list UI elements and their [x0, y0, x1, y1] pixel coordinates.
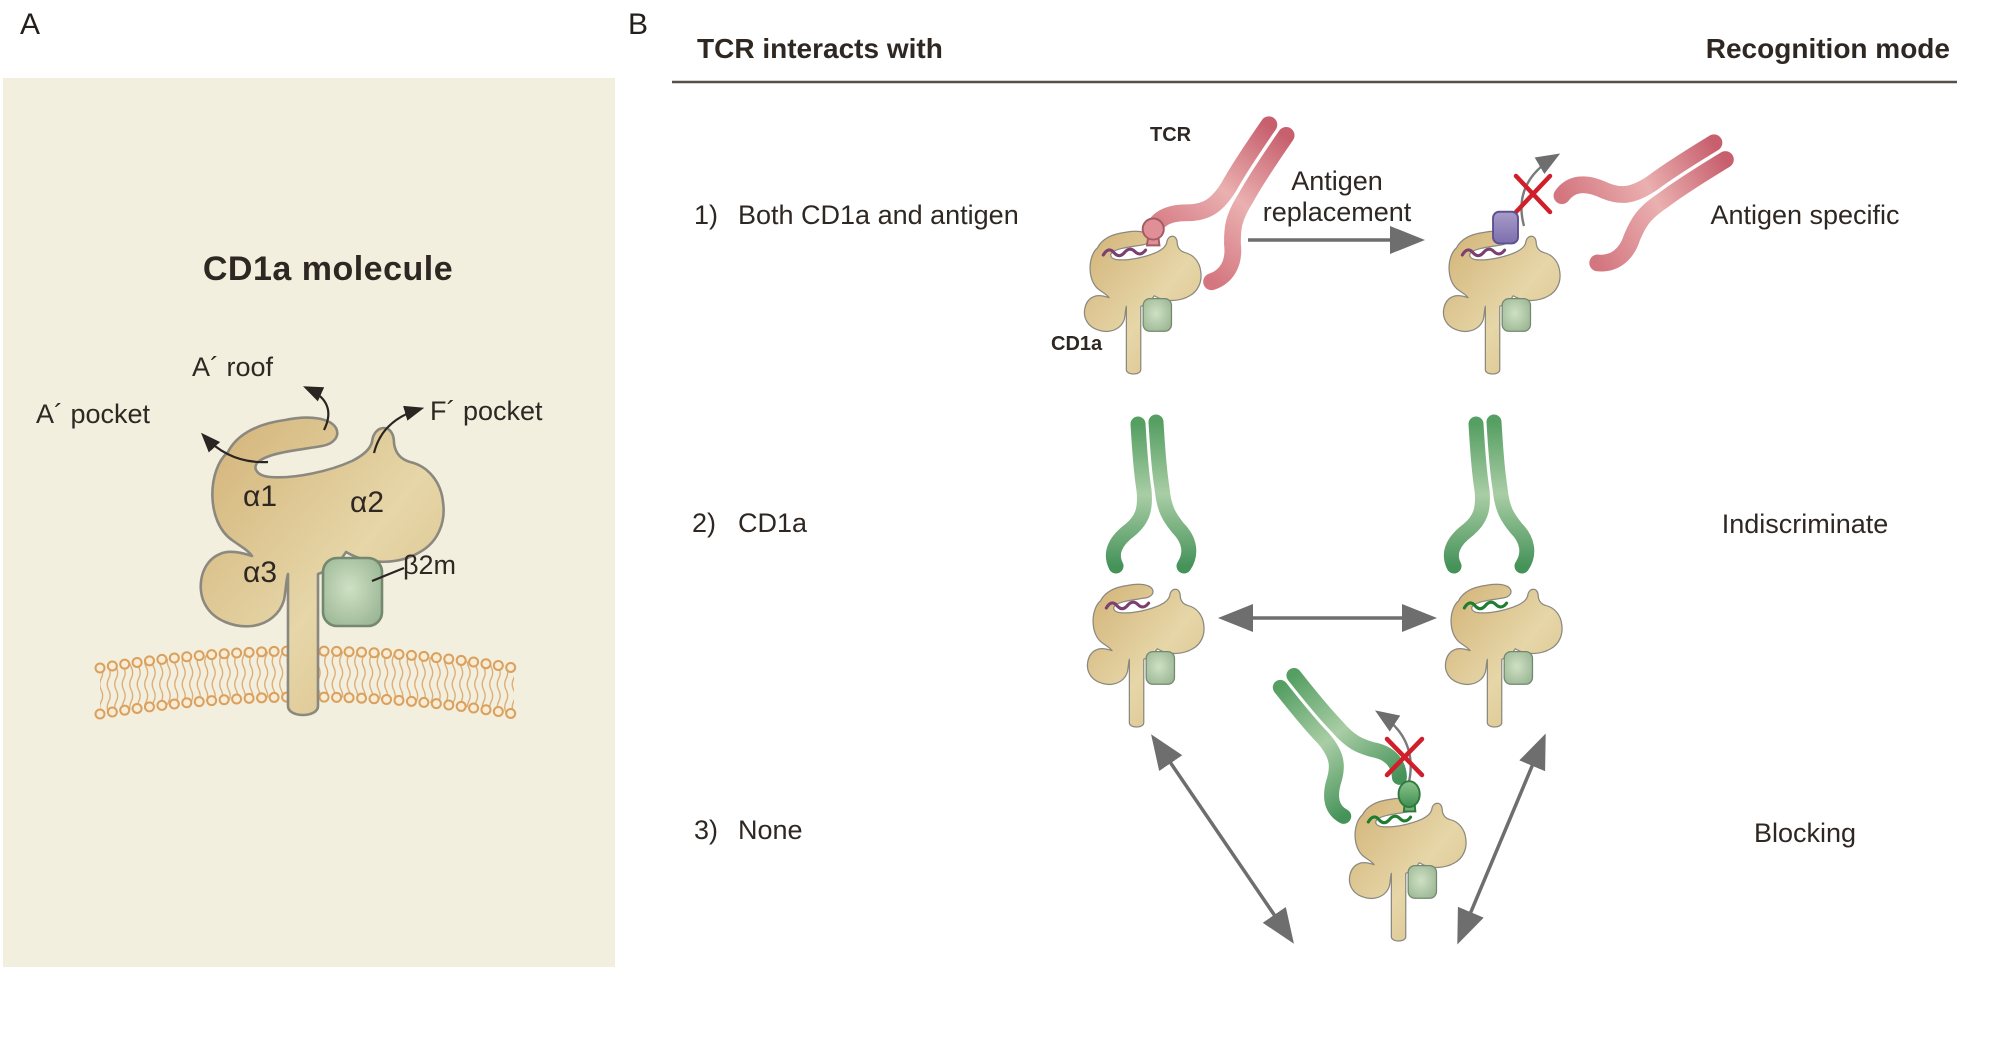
panel-a-label: A: [20, 8, 41, 41]
alpha3-label: α3: [243, 556, 278, 589]
panel-b-label: B: [628, 8, 649, 41]
a-roof-label: A´ roof: [192, 352, 274, 382]
row1-interacts: Both CD1a and antigen: [738, 200, 1019, 230]
tcr-green-right: [1451, 422, 1526, 566]
col-header-right: Recognition mode: [1705, 33, 1950, 64]
row2-number: 2): [692, 508, 717, 538]
row1-mode: Antigen specific: [1710, 200, 1900, 230]
row1-number: 1): [694, 200, 719, 230]
alpha1-label: α1: [243, 480, 278, 513]
b2m-leader-line: [371, 566, 405, 583]
tcr-green-blocked: [1259, 657, 1403, 818]
tcr-pink-released: [1561, 117, 1743, 267]
antigen-replacement-line1: Antigen: [1291, 166, 1383, 196]
a-roof-arrow: [302, 386, 330, 431]
antigen-replacement-label: Antigen replacement: [1237, 166, 1437, 228]
antigen-head-green: [1397, 780, 1421, 809]
antigen-head-pink: [1141, 217, 1165, 241]
blocked-curved-arrow: [1374, 710, 1412, 787]
row3-right-double-arrow: [1457, 733, 1546, 945]
antigen-replacement-line2: replacement: [1262, 197, 1412, 227]
panel-a-annotation-arrows: [201, 386, 425, 583]
tcr-label: TCR: [1150, 124, 1192, 146]
red-cross-row3: [1384, 736, 1425, 778]
row2-mode: Indiscriminate: [1721, 509, 1889, 539]
antigen-head-purple: [1492, 210, 1519, 245]
f-pocket-arrow: [372, 405, 425, 454]
row1-left-complex: [1083, 106, 1315, 375]
cd1a-label: CD1a: [1051, 333, 1103, 355]
col-header-left: TCR interacts with: [697, 33, 943, 64]
row3-interacts: None: [738, 815, 803, 845]
red-cross-row1: [1513, 173, 1553, 215]
row3-mode: Blocking: [1753, 818, 1857, 848]
row2-right-complex: [1445, 422, 1563, 728]
row2-left-complex: [1086, 422, 1205, 728]
b2m-label: β2m: [403, 550, 457, 580]
tcr-green-left: [1113, 422, 1188, 566]
row1-right-complex: [1442, 117, 1743, 375]
row2-interacts: CD1a: [738, 508, 808, 538]
alpha2-label: α2: [350, 486, 385, 519]
row3-left-double-arrow: [1151, 734, 1294, 944]
a-pocket-arrow: [201, 432, 269, 464]
panel-a-title: CD1a molecule: [202, 250, 454, 288]
a-pocket-label: A´ pocket: [36, 399, 151, 429]
row3-center-complex: [1259, 657, 1467, 942]
row3-number: 3): [694, 815, 719, 845]
f-pocket-label: F´ pocket: [430, 396, 543, 426]
